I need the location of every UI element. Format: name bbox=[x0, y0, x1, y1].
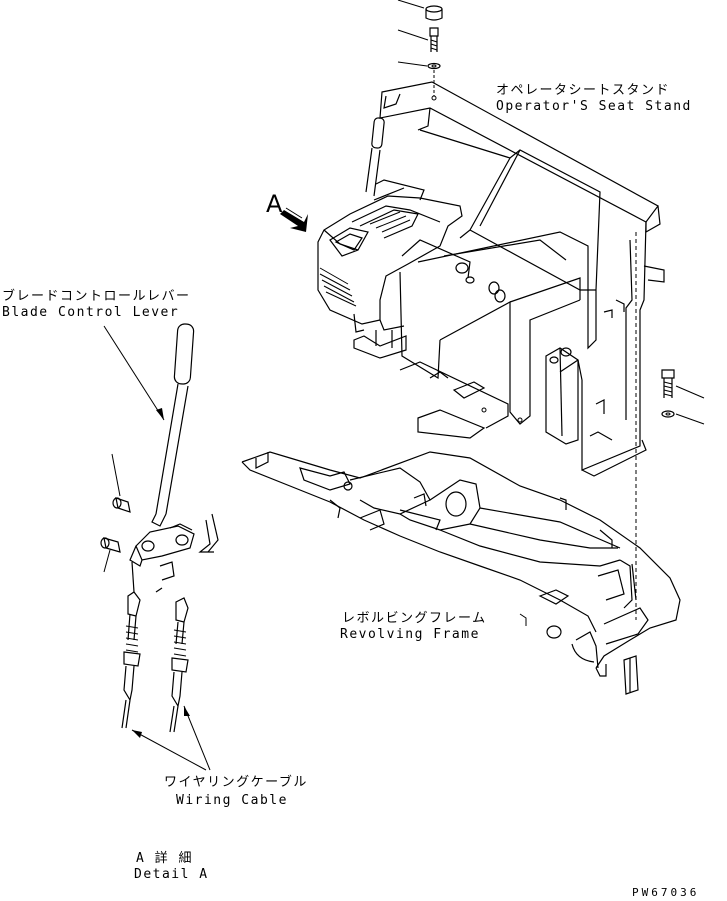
detail-label-jp: A 詳 細 bbox=[136, 850, 193, 866]
view-marker-label: A bbox=[266, 190, 283, 218]
frame-bolt-washer bbox=[635, 232, 705, 620]
detail-label-en: Detail A bbox=[134, 867, 209, 882]
wiring-cable-label-jp: ワイヤリングケーブル bbox=[164, 774, 308, 790]
wiring-cables bbox=[121, 561, 211, 771]
seat-stand-label-en: Operator'S Seat Stand bbox=[496, 99, 692, 114]
view-a-marker: A bbox=[266, 190, 308, 232]
blade-lever-label-jp: ブレードコントロールレバー bbox=[2, 288, 191, 304]
revolving-frame-label-jp: レボルビングフレーム bbox=[342, 611, 487, 626]
revolving-frame-label-en: Revolving Frame bbox=[340, 627, 480, 642]
labels: オペレータシートスタンド Operator'S Seat Stand ブレードコ… bbox=[2, 83, 699, 899]
blade-lever-label-en: Blade Control Lever bbox=[2, 305, 179, 320]
arrow-icon bbox=[280, 210, 308, 232]
blade-control-lever bbox=[100, 323, 219, 593]
wiring-cable-label-en: Wiring Cable bbox=[176, 793, 288, 808]
seat-stand-hardware bbox=[397, 0, 443, 96]
seat-stand-label-jp: オペレータシートスタンド bbox=[496, 83, 670, 98]
operator-seat-stand bbox=[317, 81, 665, 477]
drawing-code: PW67036 bbox=[632, 886, 699, 899]
revolving-frame bbox=[241, 451, 681, 695]
